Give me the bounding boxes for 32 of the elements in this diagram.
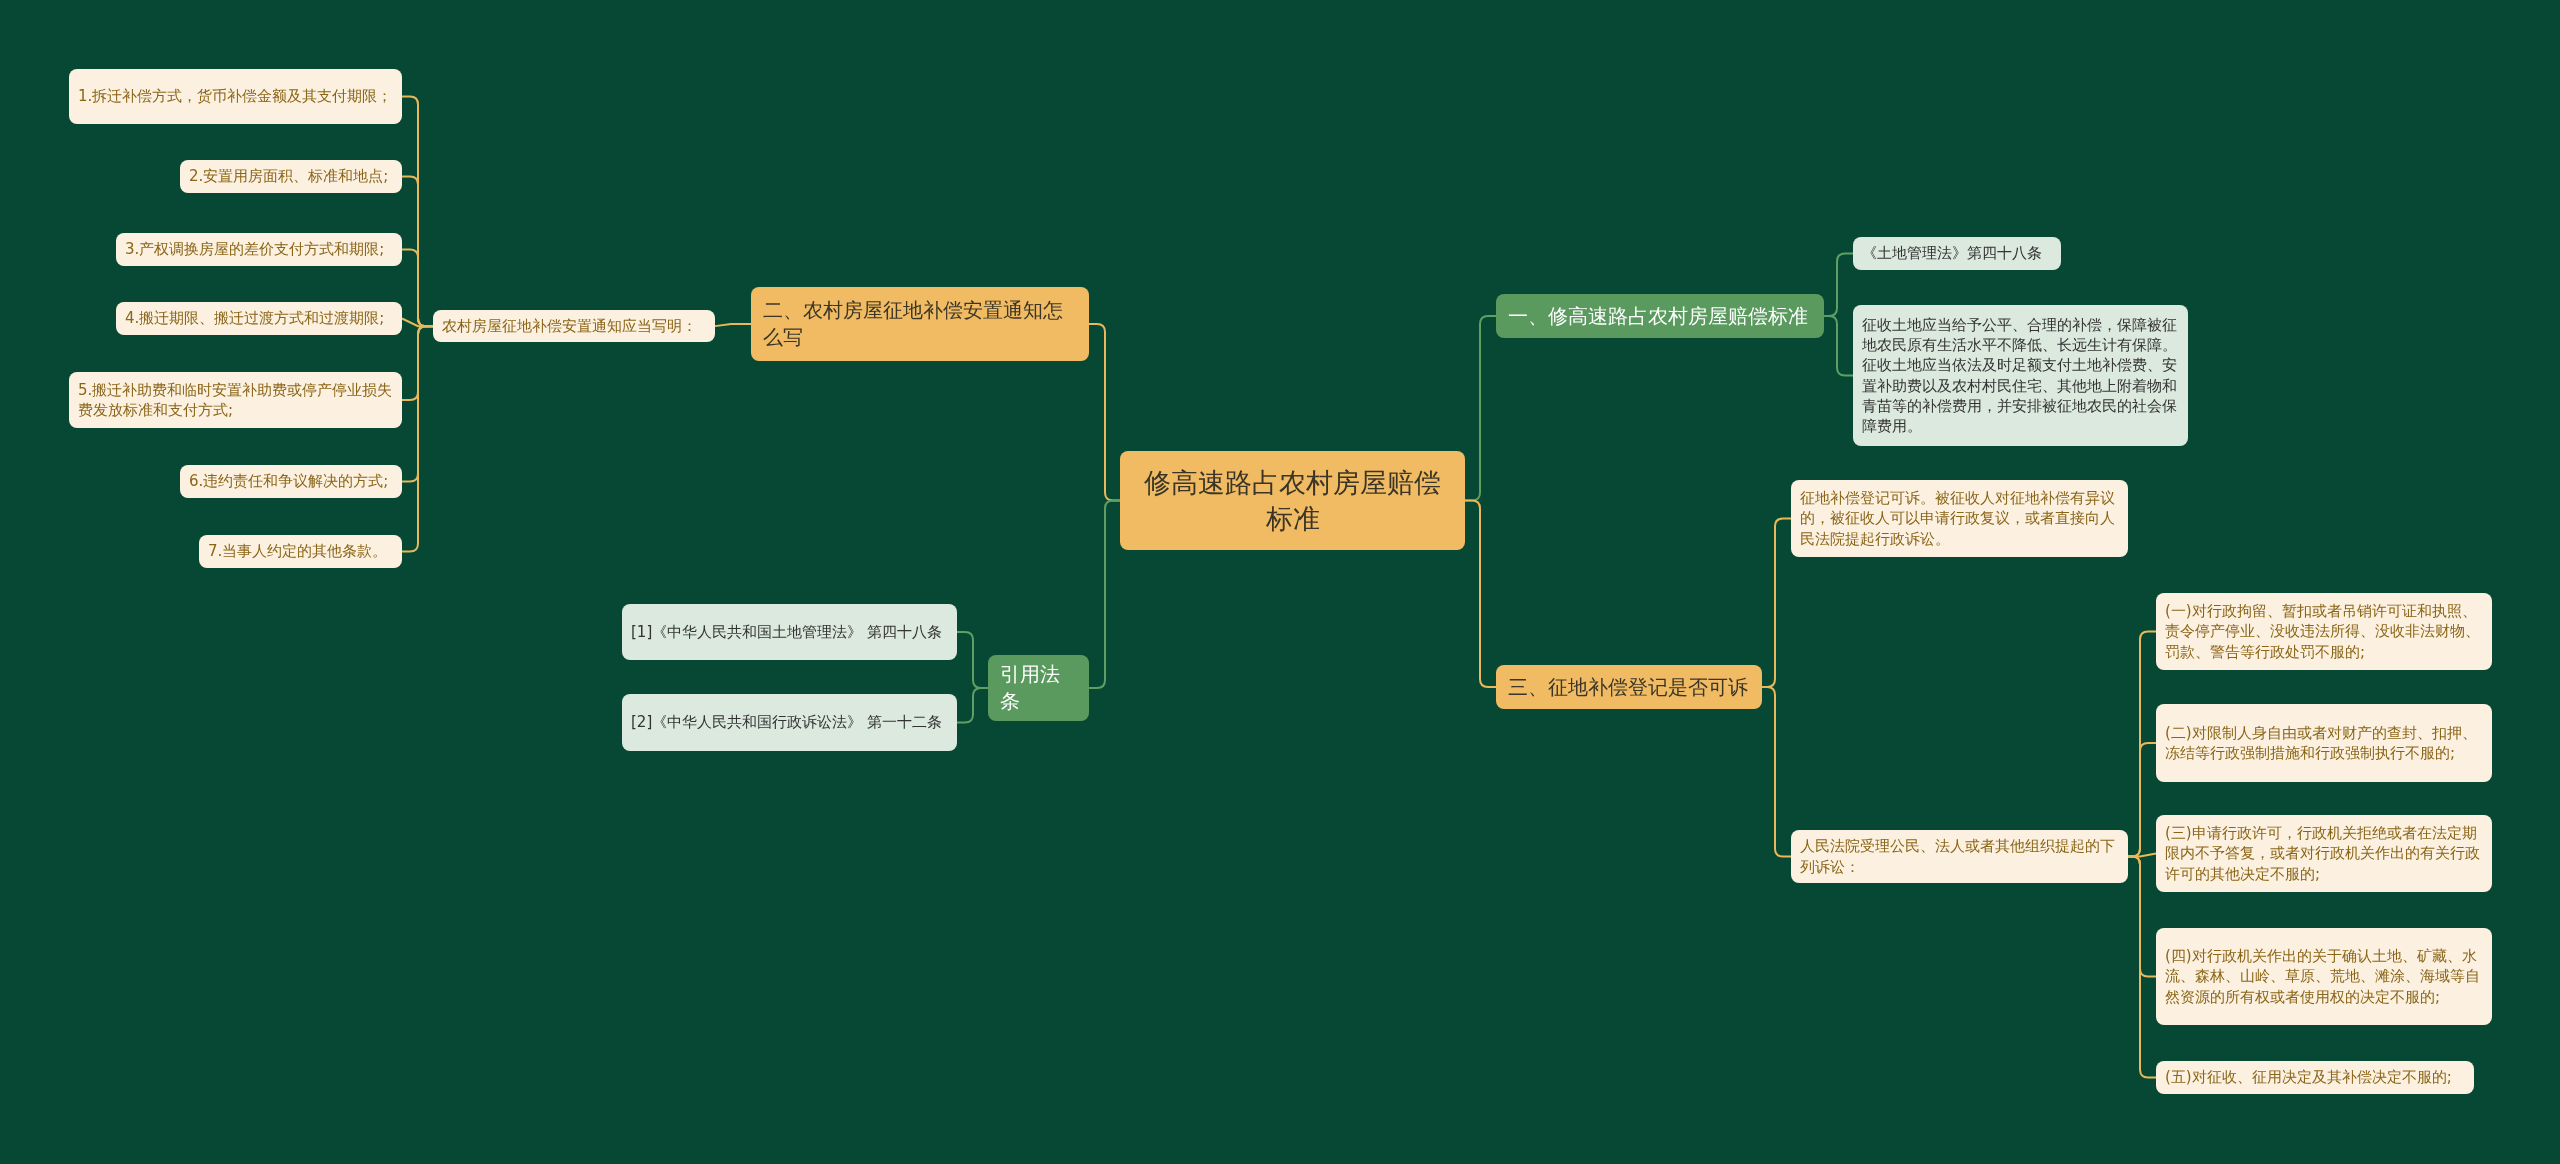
connector-line bbox=[1088, 499, 1121, 689]
item-box: 5.搬迁补助费和临时安置补助费或停产停业损失费发放标准和支付方式; bbox=[69, 372, 402, 428]
item-box: (一)对行政拘留、暂扣或者吊销许可证和执照、责令停产停业、没收违法所得、没收非法财物、罚款、警告等行政处罚不服的; bbox=[2156, 593, 2492, 670]
item-box: 6.违约责任和争议解决的方式; bbox=[180, 465, 402, 498]
item-box: 7.当事人约定的其他条款。 bbox=[199, 535, 402, 568]
item-box: 征地补偿登记可诉。被征收人对征地补偿有异议的，被征收人可以申请行政复议，或者直接向人民法院提起行政诉讼。 bbox=[1791, 480, 2128, 557]
item-box: 3.产权调换房屋的差价支付方式和期限; bbox=[116, 233, 402, 266]
item-box: (三)申请行政许可，行政机关拒绝或者在法定期限内不予答复，或者对行政机关作出的有关行政许可的其他决定不服的; bbox=[2156, 815, 2492, 892]
connector-line bbox=[1823, 315, 1854, 377]
item-box: 2.安置用房面积、标准和地点; bbox=[180, 160, 402, 193]
connector-line bbox=[956, 687, 989, 724]
item-box: [1]《中华人民共和国土地管理法》 第四十八条 bbox=[622, 604, 957, 660]
item-box: 人民法院受理公民、法人或者其他组织提起的下列诉讼： bbox=[1791, 830, 2128, 883]
item-box: 4.搬迁期限、搬迁过渡方式和过渡期限; bbox=[116, 302, 402, 335]
connector-line bbox=[401, 325, 434, 553]
central-topic-box: 修高速路占农村房屋赔偿标准 bbox=[1120, 451, 1465, 550]
item-box: (五)对征收、征用决定及其补偿决定不服的; bbox=[2156, 1061, 2474, 1094]
connector-line bbox=[1464, 499, 1497, 688]
item-box: 1.拆迁补偿方式，货币补偿金额及其支付期限； bbox=[69, 69, 402, 124]
item-box: 《土地管理法》第四十八条 bbox=[1853, 237, 2061, 270]
item-box: (四)对行政机关作出的关于确认土地、矿藏、水流、森林、山岭、草原、荒地、滩涂、海域等自然资源的所有权或者使用权的决定不服的; bbox=[2156, 928, 2492, 1025]
item-box: [2]《中华人民共和国行政诉讼法》 第一十二条 bbox=[622, 694, 957, 751]
connector-line bbox=[714, 323, 752, 328]
connector-line bbox=[1761, 686, 1792, 858]
topic-box: 三、征地补偿登记是否可诉 bbox=[1496, 665, 1762, 709]
item-box: 征收土地应当给予公平、合理的补偿，保障被征地农民原有生活水平不降低、长远生计有保障。征收土地应当依法及时足额支付土地补偿费、安置补助费以及农村村民住宅、其他地上附着物和青苗等的补偿费用，并安排被征地农民的社会保障费用。 bbox=[1853, 305, 2188, 446]
subtopic-box: 农村房屋征地补偿安置通知应当写明： bbox=[433, 310, 715, 343]
connector-line bbox=[2127, 855, 2157, 1079]
item-box: (二)对限制人身自由或者对财产的查封、扣押、冻结等行政强制措施和行政强制执行不服的; bbox=[2156, 704, 2492, 782]
topic-box: 一、修高速路占农村房屋赔偿标准 bbox=[1496, 294, 1824, 338]
topic-box: 引用法条 bbox=[988, 655, 1089, 721]
topic-box: 二、农村房屋征地补偿安置通知怎么写 bbox=[751, 287, 1089, 361]
